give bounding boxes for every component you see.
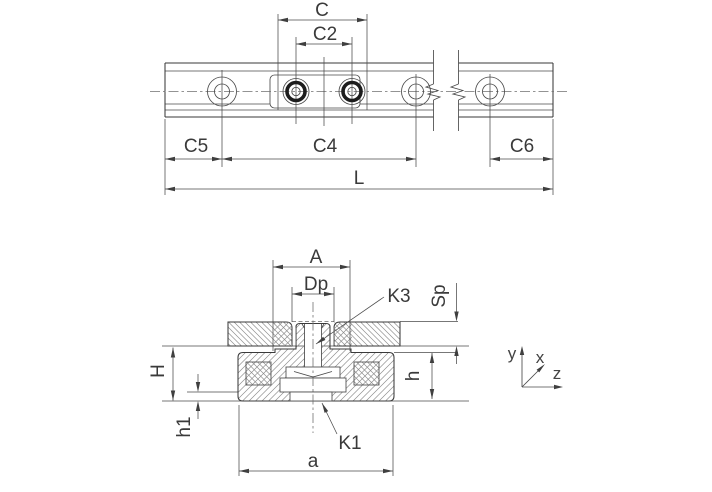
dimension-dp: Dp — [291, 274, 335, 322]
bottom-slot — [289, 391, 333, 402]
dim-label-c: C — [315, 0, 329, 21]
break-symbol — [424, 50, 467, 131]
x-axis-arrow — [536, 364, 545, 373]
counterbore-hole — [207, 76, 237, 107]
rail-outline — [164, 62, 554, 118]
dim-label-a-upper: A — [310, 247, 323, 268]
dimension-c6: C6 — [490, 136, 553, 162]
axis-label-z: z — [553, 364, 562, 383]
z-axis-arrow — [554, 384, 563, 390]
y-axis-arrow — [519, 346, 525, 355]
dim-label-c2: C2 — [313, 24, 337, 45]
dim-label-a-lower: a — [308, 451, 319, 472]
callout-k3: K3 — [315, 286, 411, 345]
dimension-a-upper: A — [272, 247, 351, 351]
callout-label-k1: K1 — [338, 433, 361, 454]
thread-hole — [282, 78, 310, 105]
dimension-sp: Sp — [429, 283, 459, 364]
dim-label-c5: C5 — [184, 136, 208, 157]
dim-label-c6: C6 — [510, 136, 534, 157]
dimension-l: L — [165, 168, 553, 192]
counterbore-hole — [401, 76, 431, 107]
dim-label-h1: h1 — [174, 416, 195, 437]
dimension-a-lower: a — [238, 405, 394, 476]
liner-pocket — [353, 361, 380, 386]
rail-top-view: C C2 C5 C4 C6 — [150, 0, 570, 195]
dim-label-h-upper: H — [148, 364, 169, 378]
dim-label-h-lower: h — [403, 371, 424, 382]
dimension-c4: C4 — [222, 136, 416, 162]
rail-cross-section: A Dp K3 Sp H — [148, 247, 469, 476]
thread-hole — [338, 78, 366, 105]
callout-label-k3: K3 — [387, 286, 410, 307]
dimension-h1: h1 — [174, 374, 201, 438]
axis-label-x: x — [536, 348, 545, 367]
dimension-c5: C5 — [165, 136, 222, 162]
callout-k1: K1 — [321, 402, 362, 454]
dimension-h-upper: H — [148, 347, 176, 401]
dimension-c2: C2 — [296, 24, 352, 47]
dimension-h-lower: h — [403, 353, 435, 399]
liner-pocket — [245, 361, 272, 386]
dim-label-c4: C4 — [313, 136, 338, 157]
dimension-c: C — [277, 0, 368, 110]
dim-label-dp: Dp — [304, 274, 328, 295]
dim-label-sp: Sp — [429, 284, 450, 307]
axis-label-y: y — [508, 344, 517, 363]
counterbore-hole — [475, 76, 505, 107]
dim-label-l: L — [354, 168, 365, 189]
coordinate-triad: y x z — [508, 344, 563, 390]
mounting-plate-section — [227, 321, 401, 347]
